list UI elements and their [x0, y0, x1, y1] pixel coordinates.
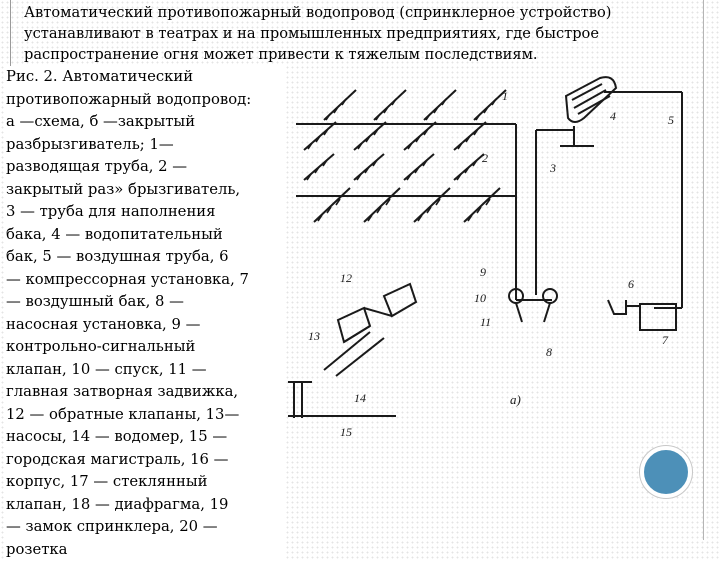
- label-10: 10: [474, 291, 486, 305]
- caption-line: Рис. 2. Автоматический: [6, 66, 286, 89]
- caption-line: противопожарный водопровод:: [6, 89, 286, 112]
- diagram-svg: 1 2 3 4 5 6 7 8 9 10 11 12 13 14 15 а): [284, 70, 698, 450]
- caption-line: бак, 5 — воздушная труба, 6: [6, 246, 286, 269]
- caption-line: насосы, 14 — водомер, 15 —: [6, 426, 286, 449]
- caption-line: клапан, 10 — спуск, 11 —: [6, 359, 286, 382]
- caption-line: — воздушный бак, 8 —: [6, 291, 286, 314]
- compressor-tank: [608, 300, 676, 330]
- branch-line: [364, 188, 400, 222]
- right-rule: [703, 0, 704, 540]
- caption-line: контрольно-сигнальный: [6, 336, 286, 359]
- label-2: 2: [482, 151, 488, 165]
- caption-line: главная затворная задвижка,: [6, 381, 286, 404]
- label-4: 4: [610, 109, 616, 123]
- caption-line: 12 — обратные клапаны, 13—: [6, 404, 286, 427]
- caption-line: бака, 4 — водопитательный: [6, 224, 286, 247]
- label-8: 8: [546, 345, 552, 359]
- label-12: 12: [340, 271, 352, 285]
- label-3: 3: [549, 161, 556, 175]
- label-part-a: а): [510, 392, 521, 407]
- water-tank: [560, 77, 616, 146]
- branch-line: [464, 188, 500, 222]
- figure-caption: Рис. 2. Автоматический противопожарный в…: [6, 66, 286, 561]
- decorative-circle-icon: [640, 446, 692, 498]
- label-7: 7: [662, 333, 669, 347]
- title-line: распространение огня может привести к тя…: [24, 44, 702, 65]
- label-13: 13: [308, 329, 320, 343]
- title-line: устанавливают в театрах и на промышленны…: [24, 23, 702, 44]
- caption-line: разбрызгиватель; 1—: [6, 134, 286, 157]
- caption-line: корпус, 17 — стеклянный: [6, 471, 286, 494]
- branch-line: [414, 188, 450, 222]
- label-15: 15: [340, 425, 352, 439]
- label-1: 1: [502, 89, 508, 103]
- caption-line: — замок спринклера, 20 —: [6, 516, 286, 539]
- label-9: 9: [480, 265, 486, 279]
- label-14: 14: [354, 391, 366, 405]
- caption-line: закрытый раз» брызгиватель,: [6, 179, 286, 202]
- caption-line: розетка: [6, 539, 286, 561]
- caption-line: а —схема, б —закрытый: [6, 111, 286, 134]
- label-5: 5: [668, 113, 674, 127]
- label-11: 11: [480, 315, 491, 329]
- caption-line: разводящая труба, 2 —: [6, 156, 286, 179]
- sprinkler-diagram: 1 2 3 4 5 6 7 8 9 10 11 12 13 14 15 а): [284, 70, 698, 450]
- label-6: 6: [628, 277, 634, 291]
- caption-line: — компрессорная установка, 7: [6, 269, 286, 292]
- title-line: Автоматический противопожарный водопрово…: [24, 2, 702, 23]
- caption-line: насосная установка, 9 —: [6, 314, 286, 337]
- slide-title: Автоматический противопожарный водопрово…: [16, 2, 702, 65]
- caption-line: городская магистраль, 16 —: [6, 449, 286, 472]
- branch-line: [314, 188, 350, 222]
- caption-line: 3 — труба для наполнения: [6, 201, 286, 224]
- caption-line: клапан, 18 — диафрагма, 19: [6, 494, 286, 517]
